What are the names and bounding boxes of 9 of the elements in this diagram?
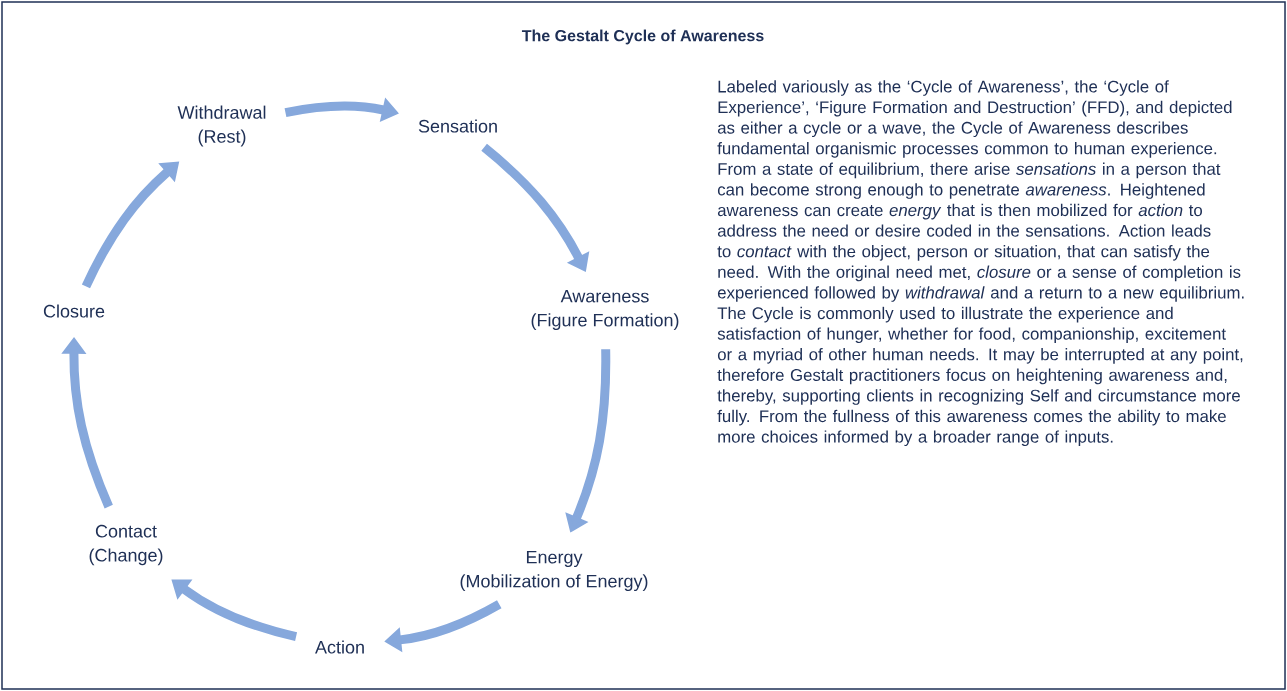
stage-label: Action (315, 640, 364, 654)
stage-label: Sensation (418, 119, 497, 133)
description-paragraph: Labeled variously as the ‘Cycle of Awareness’, the ‘Cycle of Experience’, ‘Figure Formation and Destruction’ (FFD), and depicted as either a cycle or a wave, the Cycle of Awareness describes fundamental organismic processes common to human experience. From a state of equilibrium, there arise sensations in a person that can become strong enough to penetrate awareness. Heightened awareness can create energy that is then mobilized for action to address the need or desire coded in the sensations. Action leads to contact with the object, person or situation, that can satisfy the need. With the original need met, closure or a sense of completion is experienced followed by withdrawal and a return to a new equilibrium. The Cycle is commonly used to illustrate the experience and satisfaction of hunger, whether for food, companionship, excitement or a myriad of other human needs. It may be interrupted at any point, therefore Gestalt practitioners focus on heightening awareness and, thereby, supporting clients in recognizing Self and circumstance more fully. From the fullness of this awareness comes the ability to make more choices informed by a broader range of inputs. (717, 80, 1244, 447)
stage-label: Awareness (Figure Formation) (531, 289, 679, 331)
stage-label: Energy (Mobilization of Energy) (460, 550, 648, 592)
stage-label: Withdrawal (Rest) (177, 105, 266, 147)
stage-label: Contact (Change) (89, 524, 163, 566)
stage-label: Closure (43, 304, 105, 318)
title: The Gestalt Cycle of Awareness (521, 29, 764, 45)
